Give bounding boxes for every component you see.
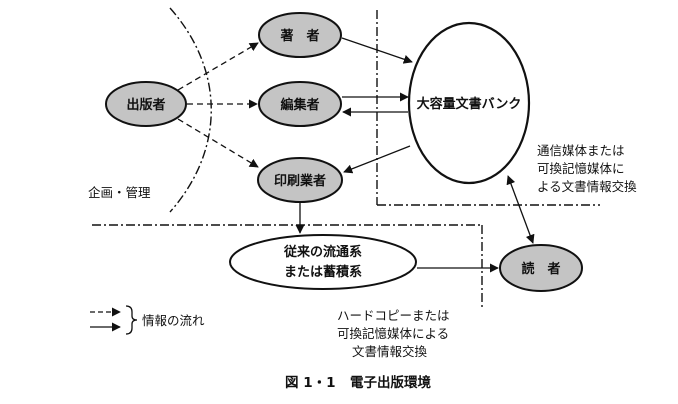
- editor-node: 編集者: [258, 81, 342, 127]
- traditional-system-label-line1: 従来の流通系: [283, 244, 362, 260]
- hardcopy-note-line1: ハードコピーまたは: [337, 308, 450, 323]
- flow-bank-reader-exchange: [506, 175, 535, 244]
- exchange-note-line3: よる文書情報交換: [537, 179, 637, 194]
- editor-label: 編集者: [280, 97, 319, 113]
- exchange-note-line2: 可換記憶媒体に: [537, 161, 625, 176]
- publisher-node: 出版者: [105, 81, 187, 127]
- legend-brace: [125, 305, 138, 335]
- exchange-note-line1: 通信媒体または: [537, 143, 625, 158]
- traditional-system-node: 従来の流通系 または蓄積系: [229, 234, 417, 290]
- printer-node: 印刷業者: [257, 157, 343, 203]
- hardcopy-note-line3: 文書情報交換: [352, 344, 428, 359]
- traditional-system-label-line2: または蓄積系: [284, 264, 362, 280]
- figure-number: 図 1・1: [285, 375, 336, 391]
- figure-title: 電子出版環境: [350, 374, 431, 391]
- legend-label: 情報の流れ: [142, 313, 205, 328]
- reader-label: 読 者: [521, 261, 560, 277]
- document-bank-label: 大容量文書バンク: [417, 96, 522, 112]
- publisher-label: 出版者: [126, 97, 165, 113]
- legend: 情報の流れ: [90, 305, 205, 335]
- flow-publisher-to-printer: [177, 118, 259, 168]
- planning-management-label: 企画・管理: [88, 185, 151, 200]
- author-label: 著 者: [279, 28, 319, 44]
- planning-boundary-arc: [169, 7, 212, 213]
- printer-label: 印刷業者: [274, 173, 326, 189]
- document-bank-node: 大容量文書バンク: [407, 21, 531, 185]
- author-node: 著 者: [258, 12, 342, 58]
- reader-node: 読 者: [499, 244, 583, 292]
- hardcopy-note-line2: 可換記憶媒体による: [337, 326, 449, 341]
- flow-bank-to-printer: [343, 145, 411, 174]
- flow-author-to-bank: [341, 37, 413, 64]
- flow-publisher-to-author: [177, 42, 259, 91]
